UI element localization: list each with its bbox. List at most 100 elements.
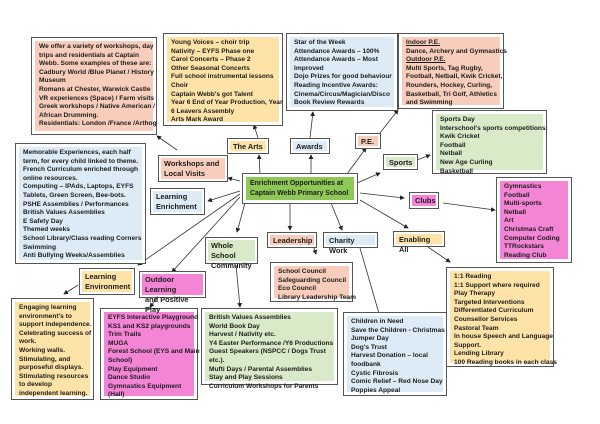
- list-item: Gymnastics Equipment: [108, 382, 182, 390]
- list-item: Dojo Prizes for good behaviour: [294, 73, 392, 81]
- arrow-to-learning-enrichment: [207, 190, 241, 203]
- list-item: VR experiences (Space) / Farm visits: [39, 94, 155, 102]
- list-item: Museum: [39, 77, 66, 85]
- list-item: Computing – IPAds, Laptops, EYFS: [23, 183, 134, 191]
- arrow-to-clubs: [359, 192, 405, 200]
- label-the-arts[interactable]: The Arts: [227, 138, 269, 154]
- list-item: Memorable Experiences, each half: [23, 149, 131, 156]
- list-item: Working walls.: [19, 346, 66, 354]
- list-item: 1:1 Support where required: [454, 281, 540, 289]
- list-item: foodbank: [351, 360, 381, 368]
- list-item: Targeted Interventions: [454, 298, 525, 306]
- list-item: Other Seasonal Concerts: [171, 64, 250, 72]
- list-item: Library Leadership Team: [278, 293, 356, 301]
- list-item: Tablets, Green Screen, Bee-bots.: [23, 191, 126, 199]
- center-title-line2: Captain Webb Primary School: [250, 189, 349, 197]
- arrow-to-the-arts: [256, 154, 262, 175]
- label-charity-work[interactable]: Charity Work: [323, 232, 378, 255]
- label-whole-school-line2: Community: [211, 261, 252, 270]
- list-item: Celebrating success of: [19, 329, 92, 337]
- list-item: Counsellor Services: [454, 315, 518, 323]
- arrow-charity-to-box: [359, 247, 382, 318]
- list-item: Captain Webb's got Talent: [171, 90, 253, 98]
- list-item: Residentials: London /France /Arthog: [39, 120, 157, 128]
- list-item: Year 6 End of Year Production, Year: [171, 99, 283, 107]
- list-item: KS1 and KS2 playgrounds: [108, 322, 191, 330]
- label-outdoor-learning[interactable]: Outdoor Learning and Positive Play: [139, 271, 206, 314]
- list-item: Comic Relief – Red Nose Day: [351, 378, 443, 386]
- list-item: Football: [440, 141, 466, 149]
- label-awards[interactable]: Awards: [290, 138, 330, 154]
- arrow-clubs-to-box: [442, 202, 496, 212]
- list-item: French Curriculum enriched through: [23, 166, 139, 174]
- label-workshops[interactable]: Workshops and Local Visits: [158, 155, 228, 182]
- list-item: term, for every child linked to theme.: [23, 157, 139, 165]
- label-awards-text: Awards: [293, 141, 327, 151]
- label-clubs-text: Clubs: [412, 195, 436, 206]
- label-sports[interactable]: Sports: [383, 154, 418, 170]
- list-item: and Swimming: [406, 99, 453, 107]
- list-item: African Drumming.: [39, 111, 99, 119]
- list-item: work.: [19, 338, 37, 346]
- list-item: Book Review Rewards: [294, 99, 365, 107]
- label-learning-environment[interactable]: Learning Environment: [79, 268, 135, 295]
- list-item: Reading Club: [504, 251, 547, 259]
- label-whole-school[interactable]: Whole School Community: [205, 237, 258, 270]
- label-learning-enrichment[interactable]: Learning Enrichment: [150, 188, 205, 215]
- pe-indoor-heading: Indoor P.E.: [406, 39, 440, 46]
- arrow-learning-env-to-box: [63, 284, 79, 295]
- list-item: British Values Assemblies: [209, 314, 291, 321]
- label-whole-school-line1: Whole School: [211, 241, 236, 260]
- list-item: Cadbury World /Blue Planet / History: [39, 68, 154, 76]
- list-item: TTRockstars: [504, 243, 544, 251]
- list-item: Romans at Chester, Warwick Castle: [39, 85, 151, 93]
- list-item: Reading Incentive Awards:: [294, 81, 378, 89]
- list-item: Swimming: [23, 243, 56, 251]
- list-item: Multi Sports, Tag Rugby,: [406, 64, 483, 72]
- list-item: Themed weeks: [23, 226, 70, 234]
- list-item: Choir: [171, 81, 189, 89]
- label-learning-enrichment-line2: Enrichment: [156, 202, 197, 211]
- list-item: Football, Netball, Kwik Cricket,: [406, 73, 503, 81]
- label-pe[interactable]: P.E.: [355, 133, 381, 149]
- label-charity-work-text: Charity Work: [326, 235, 375, 255]
- pe-outdoor-list: Multi Sports, Tag Rugby,Football, Netbal…: [406, 64, 503, 108]
- list-item: E Safety Day: [23, 217, 63, 225]
- list-item: Curriculum Workshops for Parents: [209, 382, 319, 390]
- list-item: 6 Leavers Assembly: [171, 107, 235, 115]
- label-workshops-line2: Local Visits: [164, 169, 205, 178]
- list-item: independent learning.: [19, 389, 88, 397]
- list-item: trips and residentials at Captain: [39, 51, 140, 59]
- list-item: purposeful displays.: [19, 364, 84, 372]
- label-workshops-line1: Workshops and: [164, 159, 220, 168]
- list-item: Sports Day: [440, 116, 475, 123]
- list-item: Nativity – EYFS Phase one: [171, 47, 255, 55]
- list-item: Interschool's sports competitions:: [440, 124, 548, 132]
- label-leadership[interactable]: Leadership: [267, 232, 317, 248]
- list-item: Support.: [454, 341, 482, 349]
- list-item: Kwik Cricket: [440, 133, 480, 141]
- label-the-arts-text: The Arts: [230, 141, 266, 151]
- label-clubs[interactable]: Clubs: [409, 192, 439, 209]
- list-item: In house Speech and Language: [454, 333, 553, 341]
- list-item: Rounders, Hockey, Curling,: [406, 81, 492, 89]
- arrow-to-pe: [346, 147, 367, 175]
- label-enabling-all[interactable]: Enabling All: [393, 231, 445, 254]
- list-item: Play Equipment: [108, 365, 158, 373]
- list-item: Stimulating resources: [19, 372, 89, 380]
- list-item: Forest School (EYS and Main: [108, 348, 200, 356]
- list-item: Christmas Craft: [504, 225, 554, 233]
